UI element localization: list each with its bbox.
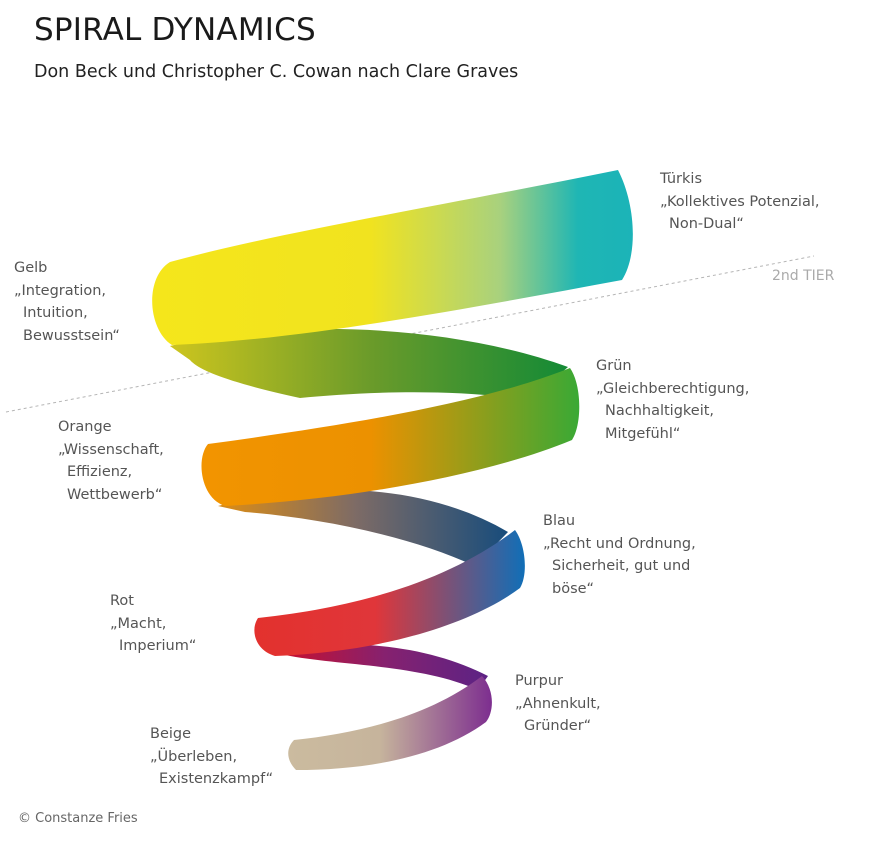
page-title: SPIRAL DYNAMICS: [34, 12, 316, 48]
band-orange-gruen: [201, 368, 580, 506]
label-gelb: Gelb „Integration, Intuition, Bewusstsei…: [14, 260, 120, 344]
tier-divider-line: [5, 255, 815, 413]
band-gruen-back: [170, 328, 568, 400]
label-purpur: Purpur „Ahnenkult, Gründer“: [515, 673, 601, 734]
label-blau: Blau „Recht und Ordnung, Sicherheit, gut…: [543, 513, 696, 597]
label-orange: Orange „Wissenschaft, Effizienz, Wettbew…: [58, 419, 164, 503]
label-tuerkis: Türkis „Kollektives Potenzial, Non-Dual“: [660, 171, 820, 232]
band-purpur-back: [270, 644, 488, 690]
tier-label: 2nd TIER: [772, 268, 835, 284]
label-gruen: Grün „Gleichberechtigung, Nachhaltigkeit…: [596, 358, 750, 442]
band-rot-blau: [254, 530, 525, 656]
label-rot: Rot „Macht, Imperium“: [110, 593, 197, 654]
band-beige-purpur: [288, 676, 492, 770]
band-blau-back: [218, 489, 508, 566]
copyright-notice: © Constanze Fries: [18, 811, 138, 826]
page-subtitle: Don Beck und Christopher C. Cowan nach C…: [34, 62, 519, 82]
band-gelb-tuerkis: [152, 170, 633, 345]
label-beige: Beige „Überleben, Existenzkampf“: [150, 726, 274, 787]
